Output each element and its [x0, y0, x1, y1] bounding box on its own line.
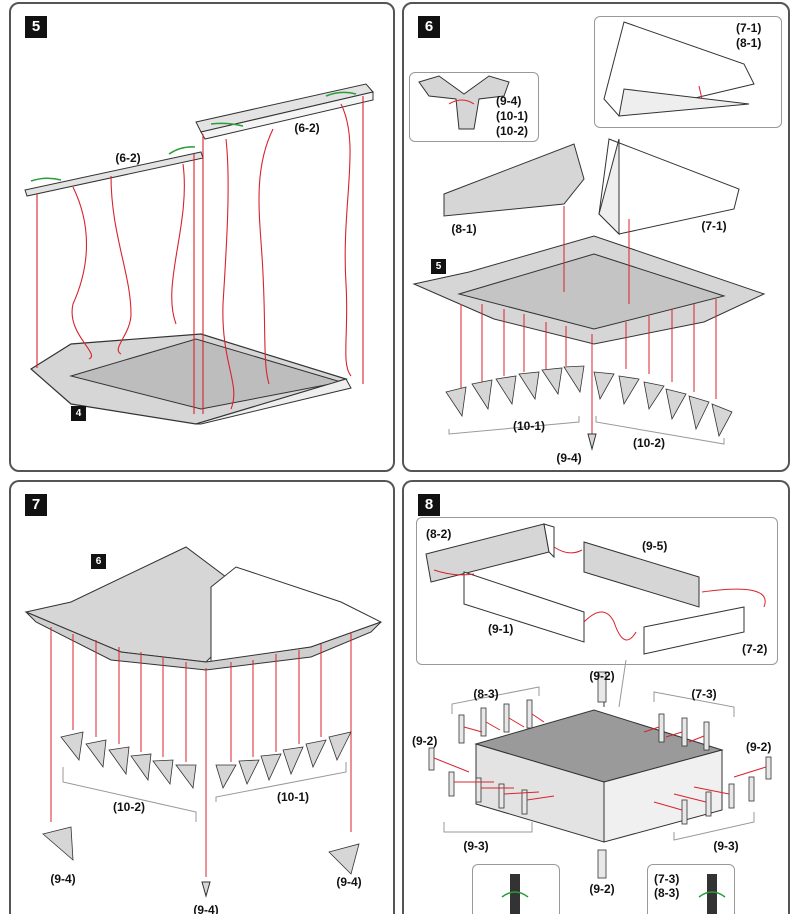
step-8-panel: 8 [402, 480, 790, 914]
label-9-1: (9-1) [488, 622, 514, 636]
label-9-2-left: (9-2) [412, 734, 438, 748]
label-9-2-top: (9-2) [589, 669, 615, 683]
step-7-panel: 7 [9, 480, 395, 914]
label-10-1-group: (10-1) [276, 790, 310, 804]
label-8-3: (8-3) [473, 687, 499, 701]
label-7-1-inset: (7-1) [736, 21, 762, 35]
step-8-illustration [425, 523, 772, 914]
label-10-2-group: (10-2) [112, 800, 146, 814]
step-number: 8 [418, 494, 440, 516]
label-9-3-right: (9-3) [713, 839, 739, 853]
base-part-badge: 5 [431, 259, 446, 274]
label-9-3-left: (9-3) [463, 839, 489, 853]
step-7-illustration [24, 546, 383, 898]
label-7-3-detail: (7-3) [654, 872, 680, 886]
label-9-2-right: (9-2) [746, 740, 772, 754]
base-part-badge: 4 [71, 406, 86, 421]
label-9-4-bottom: (9-4) [193, 903, 219, 914]
step-5-panel: 5 (6-2) (6-2) 4 [9, 2, 395, 472]
label-9-4-bottom: (9-4) [556, 451, 582, 465]
label-8-3-detail: (8-3) [654, 886, 680, 900]
label-9-5: (9-5) [642, 539, 668, 553]
label-9-4-inset: (9-4) [496, 94, 522, 108]
label-8-1-piece: (8-1) [451, 222, 477, 236]
label-9-2-bottom: (9-2) [589, 882, 615, 896]
step-6-panel: 6 [402, 2, 790, 472]
step-number: 7 [25, 494, 47, 516]
label-6-2-left: (6-2) [115, 151, 141, 165]
label-6-2-right: (6-2) [294, 121, 320, 135]
label-10-2-inset: (10-2) [496, 124, 529, 138]
label-7-2: (7-2) [742, 642, 768, 656]
label-9-4-right: (9-4) [336, 875, 362, 889]
step-6-illustration [412, 21, 766, 451]
label-8-2: (8-2) [426, 527, 452, 541]
step-number: 6 [418, 16, 440, 38]
label-10-1-group: (10-1) [512, 419, 546, 433]
label-9-4-left: (9-4) [50, 872, 76, 886]
label-8-1-inset: (8-1) [736, 36, 762, 50]
label-7-1-piece: (7-1) [701, 219, 727, 233]
step-5-illustration [24, 83, 374, 425]
label-10-1-inset: (10-1) [496, 109, 529, 123]
step-number: 5 [25, 16, 47, 38]
label-10-2-group: (10-2) [632, 436, 666, 450]
base-part-badge: 6 [91, 554, 106, 569]
detail-inset-right [647, 864, 735, 914]
label-7-3: (7-3) [691, 687, 717, 701]
